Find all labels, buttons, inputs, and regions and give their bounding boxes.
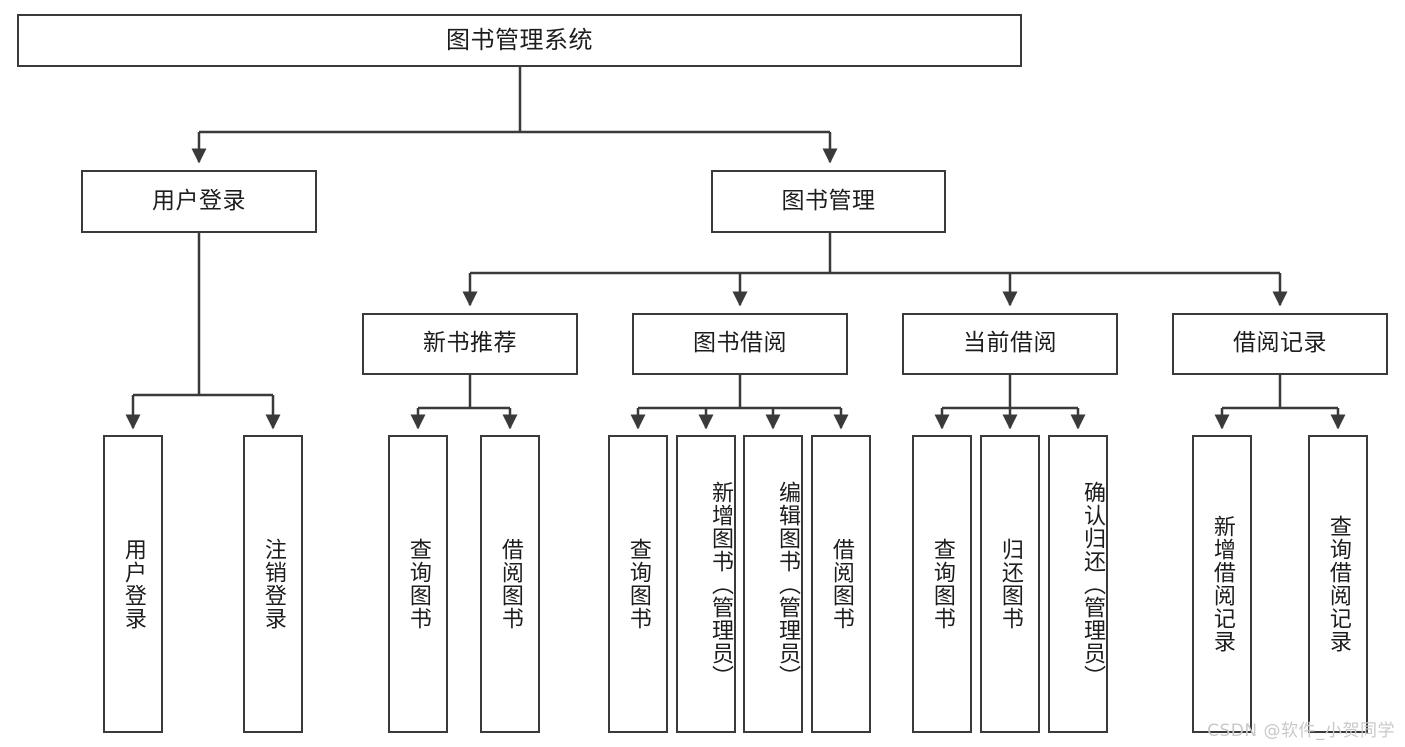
leaf-query-borrow-record[interactable]: 查询借阅记录: [1308, 435, 1368, 733]
leaf-add-book-admin[interactable]: 新增图书（管理员）: [676, 435, 736, 733]
leaf-confirm-return-admin[interactable]: 确认归还（管理员）: [1048, 435, 1108, 733]
node-root-system[interactable]: 图书管理系统: [17, 14, 1022, 67]
node-current-borrow[interactable]: 当前借阅: [902, 313, 1118, 375]
leaf-borrow-book[interactable]: 借阅图书: [811, 435, 871, 733]
leaf-borrow-book-recommend[interactable]: 借阅图书: [480, 435, 540, 733]
node-book-management[interactable]: 图书管理: [711, 170, 946, 233]
node-user-login[interactable]: 用户登录: [81, 170, 317, 233]
leaf-query-book-borrow[interactable]: 查询图书: [608, 435, 668, 733]
leaf-user-logout[interactable]: 注销登录: [243, 435, 303, 733]
leaf-return-book[interactable]: 归还图书: [980, 435, 1040, 733]
leaf-user-login[interactable]: 用户登录: [103, 435, 163, 733]
leaf-query-book-current[interactable]: 查询图书: [912, 435, 972, 733]
node-new-book-recommend[interactable]: 新书推荐: [362, 313, 578, 375]
leaf-edit-book-admin[interactable]: 编辑图书（管理员）: [743, 435, 803, 733]
leaf-query-book-recommend[interactable]: 查询图书: [388, 435, 448, 733]
node-borrow-record[interactable]: 借阅记录: [1172, 313, 1388, 375]
node-book-borrow[interactable]: 图书借阅: [632, 313, 848, 375]
leaf-add-borrow-record[interactable]: 新增借阅记录: [1192, 435, 1252, 733]
watermark: CSDN @软件_小贺同学: [1207, 721, 1395, 741]
